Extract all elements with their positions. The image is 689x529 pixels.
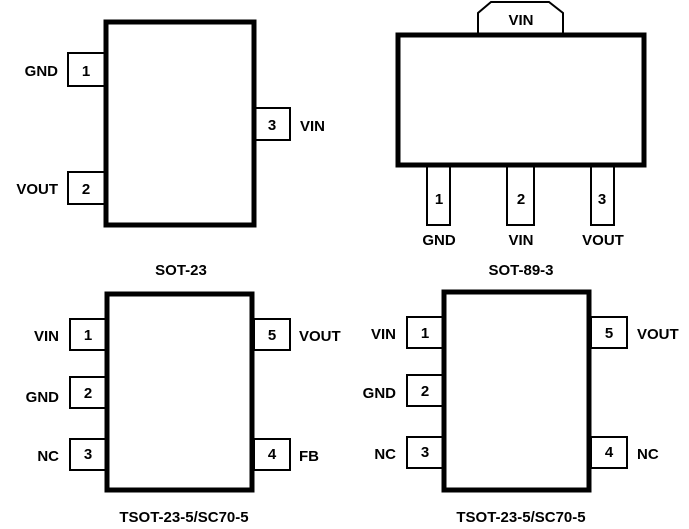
- pin-number: 1: [435, 191, 443, 208]
- pin-number: 4: [268, 446, 277, 463]
- pin-1: [69, 318, 107, 351]
- pin-label: GND: [25, 63, 59, 80]
- pin-5: [253, 318, 291, 351]
- pin-2: [506, 165, 535, 226]
- tab: [477, 0, 564, 34]
- pin-label: VOUT: [16, 181, 58, 198]
- package-body: [104, 291, 255, 493]
- pin-label: VIN: [508, 232, 533, 249]
- pin-label: VIN: [34, 328, 59, 345]
- pin-number: 2: [82, 181, 90, 198]
- pin-number: 1: [421, 325, 429, 342]
- package-body: [395, 32, 647, 168]
- pin-2: [67, 171, 106, 205]
- pin-number: 2: [517, 191, 525, 208]
- pin-number: 1: [84, 327, 92, 344]
- pin-label: FB: [299, 448, 319, 465]
- pin-1: [67, 52, 106, 87]
- pin-number: 1: [82, 63, 90, 80]
- pin-number: 5: [268, 327, 276, 344]
- package-body: [103, 19, 257, 228]
- pin-label: VOUT: [637, 326, 679, 343]
- package-tsot-23-5-fb: 1 VIN 2 GND 3 NC 4 FB 5 VOUT TSOT-23-5/S…: [26, 291, 341, 526]
- pin-number: 4: [605, 444, 614, 461]
- package-tsot-23-5-nc: 1 VIN 2 GND 3 NC 4 NC 5 VOUT TSOT-23-5/S…: [363, 289, 679, 526]
- pin-label: GND: [363, 385, 397, 402]
- pin-label: VOUT: [299, 328, 341, 345]
- pin-3: [69, 438, 107, 471]
- pin-number: 2: [84, 385, 92, 402]
- pin-label: NC: [37, 448, 59, 465]
- pin-label: VIN: [300, 118, 325, 135]
- package-sot-23: 1 GND 2 VOUT 3 VIN SOT-23: [16, 19, 325, 279]
- pin-number: 2: [421, 383, 429, 400]
- pin-3: [254, 107, 291, 141]
- pin-label: GND: [26, 389, 60, 406]
- pin-number: 3: [268, 117, 276, 134]
- pin-label: NC: [374, 446, 396, 463]
- tab-label: VIN: [508, 12, 533, 29]
- package-sot-89-3: VIN 1 2 3 GND VIN VOUT SOT-89-3: [395, 0, 647, 279]
- package-body: [441, 289, 592, 493]
- pin-label: VOUT: [582, 232, 624, 249]
- package-caption: SOT-89-3: [488, 262, 553, 279]
- pin-number: 3: [84, 446, 92, 463]
- pin-label: GND: [422, 232, 456, 249]
- pin-label: NC: [637, 446, 659, 463]
- package-caption: TSOT-23-5/SC70-5: [456, 509, 585, 526]
- pin-2: [69, 376, 107, 409]
- pin-1: [406, 316, 444, 349]
- pin-label: VIN: [371, 326, 396, 343]
- pin-number: 3: [598, 191, 606, 208]
- pin-number: 3: [421, 444, 429, 461]
- package-caption: SOT-23: [155, 262, 207, 279]
- pin-number: 5: [605, 325, 613, 342]
- package-caption: TSOT-23-5/SC70-5: [119, 509, 248, 526]
